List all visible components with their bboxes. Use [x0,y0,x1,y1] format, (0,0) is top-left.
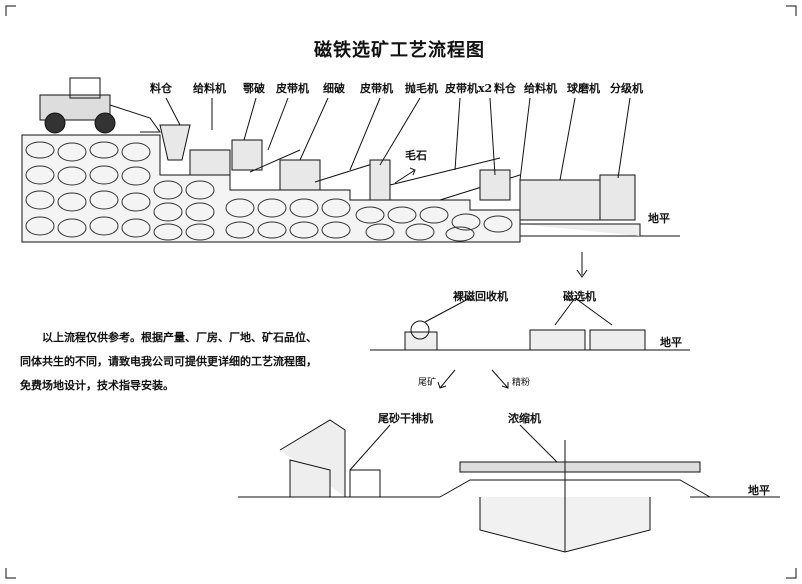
loader-icon [39,77,161,134]
rocks [25,141,513,242]
label-waste-rock: 毛石 [405,149,427,162]
label-ground-3: 地平 [748,484,770,497]
equipment [159,124,636,221]
label-feeder-1: 给料机 [193,82,226,95]
label-recovery-machine: 裸磁回收机 [453,290,508,303]
label-belt-2: 皮带机 [360,82,393,95]
label-hopper-1: 料仓 [150,82,172,95]
label-belt-1: 皮带机 [276,82,309,95]
label-ball-mill: 球磨机 [567,82,600,95]
label-thickener: 浓缩机 [508,412,541,425]
label-tailings: 尾矿 [418,378,437,388]
label-ground-1: 地平 [648,212,670,225]
page-title: 磁铁选矿工艺流程图 [314,40,485,61]
label-magnetic-separator: 磁选机 [563,290,596,303]
label-belt-x2: 皮带机x2 [445,82,493,95]
label-fine-crusher: 细破 [323,82,345,95]
label-ground-2: 地平 [660,336,682,349]
label-concentrate: 精粉 [512,378,531,388]
label-hopper-2: 料仓 [494,82,516,95]
rock-ground [21,134,521,243]
note-text: 以上流程仅供参考。根据产量、厂房、厂地、矿石品位、同体共生的不同，请致电我公司可… [20,331,317,392]
label-classifier: 分级机 [610,82,643,95]
label-feeder-2: 给料机 [524,82,557,95]
label-jaw-crusher: 鄂破 [243,82,265,95]
label-dry-separator: 抛毛机 [405,82,438,95]
label-tailings-dewater: 尾砂干排机 [378,412,433,425]
